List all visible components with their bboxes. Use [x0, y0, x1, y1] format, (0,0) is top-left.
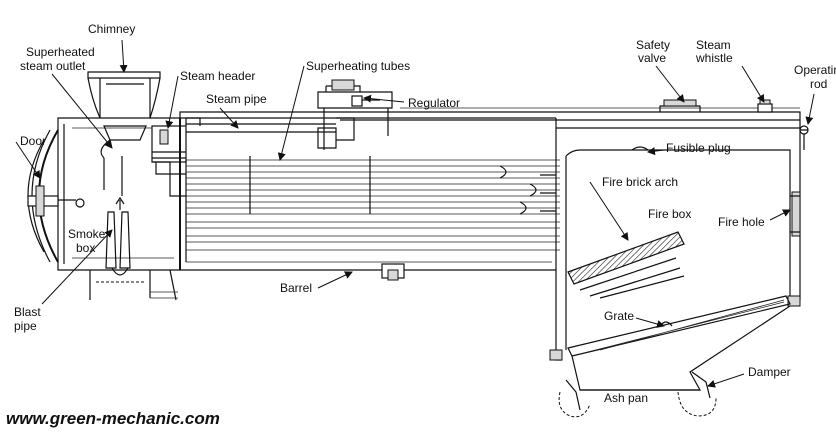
label-steam-pipe: Steam pipe	[206, 92, 267, 106]
label-safety-valve: Safety	[636, 38, 670, 52]
door	[27, 129, 85, 263]
label-ash-pan: Ash pan	[604, 391, 648, 405]
label-operating-rod: Operating	[794, 63, 836, 77]
fire-box	[549, 128, 801, 361]
label-steam-whistle-2: whistle	[695, 51, 733, 65]
steam-pipe	[186, 117, 355, 141]
watermark: www.green-mechanic.com	[6, 409, 220, 428]
label-smoke-box-2: box	[76, 241, 95, 255]
label-door: Door	[20, 134, 46, 148]
label-damper: Damper	[748, 365, 791, 379]
label-fire-brick-arch: Fire brick arch	[602, 175, 678, 189]
label-blast-pipe: Blast	[14, 305, 41, 319]
ash-pan	[571, 305, 791, 391]
fusible-plug	[631, 146, 649, 151]
label-smoke-box: Smoke	[68, 227, 106, 241]
fire-hole	[790, 191, 801, 237]
label-fusible-plug: Fusible plug	[666, 141, 731, 155]
operating-rod	[340, 119, 809, 150]
superheating-tubes	[152, 156, 560, 251]
grate	[567, 295, 791, 357]
blast-pipe	[96, 125, 147, 283]
label-fire-hole: Fire hole	[718, 215, 765, 229]
damper	[558, 371, 717, 418]
label-steam-header: Steam header	[180, 69, 255, 83]
label-fire-box: Fire box	[648, 207, 691, 221]
label-barrel: Barrel	[280, 281, 312, 295]
barrel	[179, 117, 556, 281]
steam-whistle	[757, 99, 773, 113]
label-chimney: Chimney	[88, 22, 135, 36]
label-superheating-tubes: Superheating tubes	[306, 59, 410, 73]
regulator	[317, 79, 393, 150]
label-superheated-steam-outlet-2: steam outlet	[20, 59, 86, 73]
label-operating-rod-2: rod	[810, 77, 827, 91]
chimney	[87, 71, 161, 119]
label-blast-pipe-2: pipe	[14, 319, 37, 333]
label-steam-whistle: Steam	[696, 38, 731, 52]
label-safety-valve-2: valve	[638, 51, 666, 65]
label-grate: Grate	[604, 309, 634, 323]
fire-brick-arch	[567, 231, 685, 299]
label-superheated-steam-outlet: Superheated	[26, 45, 95, 59]
label-regulator: Regulator	[408, 96, 460, 110]
safety-valve	[659, 99, 701, 112]
